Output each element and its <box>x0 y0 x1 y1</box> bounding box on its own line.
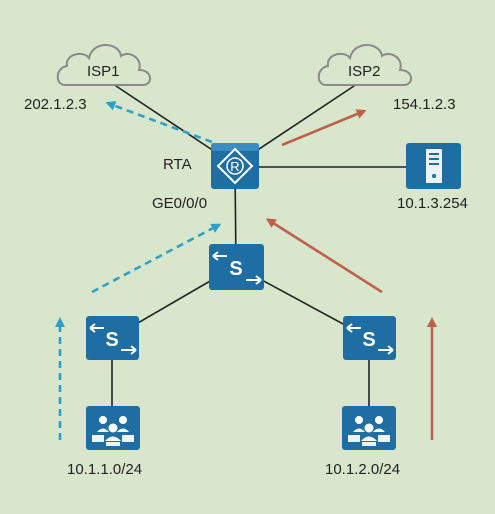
right-switch-icon: S <box>343 316 396 360</box>
right-subnet-label: 10.1.2.0/24 <box>325 461 401 478</box>
svg-text:S: S <box>229 258 242 280</box>
left-switch-icon: S <box>86 316 139 360</box>
router-name-label: RTA <box>163 156 192 173</box>
server-icon <box>406 143 461 189</box>
right-users-icon <box>342 406 396 450</box>
traffic-arrows <box>55 101 437 440</box>
arrow-blue-to-isp1 <box>105 101 213 144</box>
left-users-icon <box>86 406 140 450</box>
isp2-cloud-icon <box>317 44 412 86</box>
svg-text:S: S <box>362 329 375 351</box>
core-switch-icon: S <box>209 244 264 290</box>
isp2-name-label: ISP2 <box>348 63 381 80</box>
arrow-red-to-router <box>265 218 383 294</box>
router-port-label: GE0/0/0 <box>152 195 208 212</box>
isp1-name-label: ISP1 <box>87 63 120 80</box>
router-icon: R <box>211 143 259 189</box>
svg-text:S: S <box>105 329 118 351</box>
svg-text:R: R <box>230 159 239 174</box>
arrow-red-to-isp2 <box>281 109 367 147</box>
left-subnet-label: 10.1.1.0/24 <box>67 461 143 478</box>
isp1-ip-label: 202.1.2.3 <box>24 96 87 113</box>
server-ip-label: 10.1.3.254 <box>397 195 468 212</box>
isp1-cloud-icon <box>56 44 151 86</box>
isp2-ip-label: 154.1.2.3 <box>393 96 456 113</box>
arrow-blue-to-router <box>91 223 222 294</box>
